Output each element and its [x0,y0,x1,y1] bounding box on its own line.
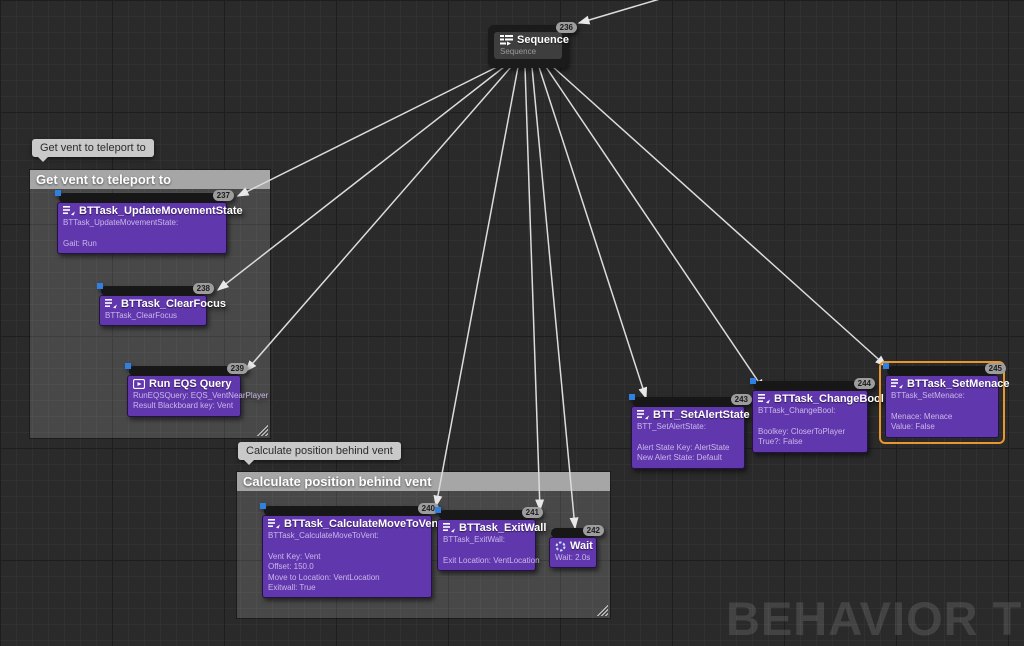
task-icon [637,410,649,420]
comment-tooltip: Get vent to teleport to [32,139,154,162]
comment-resize-handle[interactable] [596,604,608,616]
node-btt-setalertstate[interactable]: 243 BTT_SetAlertState BTT_SetAlertState:… [629,394,752,469]
comment-title[interactable]: Calculate position behind vent [237,472,610,491]
node-title: BTTask_CalculateMoveToVent [284,518,442,530]
breakpoint-dot [125,363,131,369]
node-bttask-exitwall[interactable]: 241 BTTask_ExitWall BTTask_ExitWall: Exi… [435,507,546,572]
wait-icon [555,541,566,552]
node-bttask-clearfocus[interactable]: 238 BTTask_ClearFocus BTTask_ClearFocus [97,283,226,327]
eqs-query-icon [133,379,145,389]
breakpoint-dot [260,503,266,509]
breakpoint-dot [883,363,889,369]
node-detail-lines: BTTask_CalculateMoveToVent: Vent Key: Ve… [268,531,380,592]
selection-outline: 245 BTTask_SetMenace BTTask_SetMenace: M… [879,361,1010,444]
node-detail-lines: BTTask_UpdateMovementState: Gait: Run [63,218,179,248]
node-index-badge: 242 [582,525,604,536]
node-detail-lines: BTTask_ClearFocus [105,311,178,320]
task-icon [63,206,75,216]
breakpoint-dot [629,394,635,400]
node-index-badge: 243 [730,394,752,405]
node-index-badge: 237 [212,190,234,201]
breakpoint-dot [750,378,756,384]
node-index-badge: 239 [226,363,248,374]
node-index-badge: 240 [417,503,439,514]
node-wait[interactable]: 242 Wait Wait: 2.0s [549,525,604,569]
node-subtitle: Sequence [500,47,537,56]
sequence-icon [500,34,513,46]
node-title: BTTask_ChangeBool [774,393,884,405]
node-title: Run EQS Query [149,378,232,390]
node-run-eqs-query[interactable]: 239 Run EQS Query RunEQSQuery: EQS_VentN… [125,363,269,417]
behavior-tree-watermark: BEHAVIOR TREE [726,592,1024,645]
node-title: BTTask_SetMenace [907,378,1010,390]
comment-tooltip: Calculate position behind vent [238,442,401,465]
node-detail-lines: BTT_SetAlertState: Alert State Key: Aler… [637,422,730,463]
comment-resize-handle[interactable] [256,424,268,436]
node-title: BTTask_ClearFocus [121,298,226,310]
task-icon [268,519,280,529]
node-sequence[interactable]: 236 Sequence Sequence [488,22,577,68]
node-detail-lines: Wait: 2.0s [555,553,591,562]
task-icon [105,299,117,309]
breakpoint-dot [55,190,61,196]
node-title: Sequence [517,34,569,46]
node-bttask-setmenace[interactable]: 245 BTTask_SetMenace BTTask_SetMenace: M… [883,363,1010,438]
node-title: BTT_SetAlertState [653,409,750,421]
node-detail-lines: BTTask_ExitWall: Exit Location: VentLoca… [443,535,540,565]
node-index-badge: 244 [853,378,875,389]
breakpoint-dot [435,507,441,513]
node-index-badge: 238 [192,283,214,294]
node-title: BTTask_ExitWall [459,522,547,534]
node-bttask-updatemovementstate[interactable]: 237 BTTask_UpdateMovementState BTTask_Up… [55,190,243,255]
task-icon [758,394,770,404]
node-index-badge: 241 [521,507,543,518]
task-icon [443,523,455,533]
task-icon [891,379,903,389]
breakpoint-dot [97,283,103,289]
node-title: Wait [570,540,593,552]
node-index-badge: 245 [984,363,1006,374]
node-bttask-changebool[interactable]: 244 BTTask_ChangeBool BTTask_ChangeBool:… [750,378,884,453]
node-bttask-calculatemovetovent[interactable]: 240 BTTask_CalculateMoveToVent BTTask_Ca… [260,503,442,599]
node-detail-lines: BTTask_ChangeBool: Boolkey: CloserToPlay… [758,406,846,447]
comment-title[interactable]: Get vent to teleport to [30,170,270,189]
node-index-badge: 236 [555,22,577,33]
node-title: BTTask_UpdateMovementState [79,205,243,217]
